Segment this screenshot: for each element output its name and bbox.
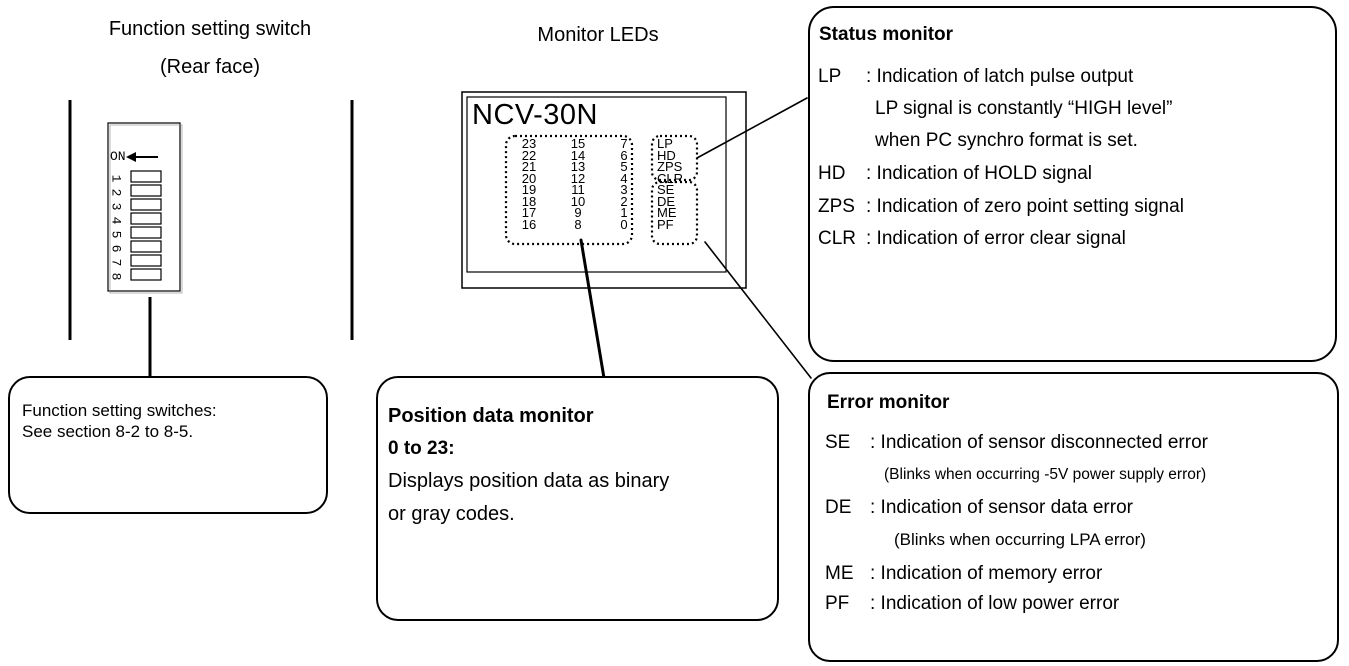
- led-label: CLR: [657, 170, 684, 186]
- led-label: PF: [657, 216, 674, 232]
- switch-number-4: 4: [108, 216, 124, 225]
- error-text: : Indication of sensor disconnected erro…: [870, 432, 1208, 453]
- led-label: LP: [657, 136, 673, 151]
- switch-number-6: 6: [108, 244, 124, 253]
- led-label: ME: [657, 205, 677, 220]
- error-led-labels: SE DE ME PF: [653, 182, 697, 232]
- switch-number-3: 3: [108, 202, 124, 211]
- led-label: 11: [571, 182, 585, 197]
- status-text: : Indication of error clear signal: [866, 228, 1126, 249]
- position-callout-range: 0 to 23:: [388, 438, 455, 459]
- status-led-labels: LP HD ZPS CLR: [653, 136, 697, 186]
- led-label: 22: [521, 147, 537, 163]
- led-label: DE: [657, 193, 676, 209]
- status-item-zps: ZPS : Indication of zero point setting si…: [818, 196, 1184, 218]
- led-label: 10: [570, 193, 586, 209]
- switch-number-1: 1: [108, 174, 124, 183]
- error-text: : Indication of low power error: [870, 593, 1120, 614]
- led-label: 12: [570, 170, 586, 186]
- error-item-de-note: (Blinks when occurring LPA error): [894, 530, 1146, 549]
- error-code: PF: [825, 593, 850, 614]
- status-callout-heading: Status monitor: [819, 24, 954, 45]
- switch-number-8: 8: [108, 272, 124, 281]
- error-text: : Indication of sensor data error: [870, 497, 1133, 518]
- model-name: NCV-30N: [472, 99, 598, 131]
- switch-number-5: 5: [108, 230, 124, 239]
- led-label: 16: [521, 216, 537, 232]
- led-label: 4: [620, 170, 628, 186]
- status-text: : Indication of zero point setting signa…: [866, 196, 1184, 217]
- error-code: ME: [825, 563, 854, 584]
- on-label: ON: [110, 149, 126, 164]
- error-text: : Indication of memory error: [870, 563, 1103, 584]
- led-label: 2: [620, 193, 628, 209]
- status-callout: Status monitor LP : Indication of latch p…: [808, 6, 1337, 362]
- led-label: 21: [521, 159, 537, 174]
- dip-switch-slots: [130, 170, 162, 281]
- switch-title-line2: (Rear face): [159, 56, 261, 78]
- status-text: : Indication of HOLD signal: [866, 163, 1093, 184]
- error-callout-heading: Error monitor: [827, 392, 950, 413]
- error-item-de: DE : Indication of sensor data error: [825, 497, 1133, 519]
- led-label: 15: [570, 136, 586, 151]
- status-code: CLR: [818, 228, 857, 249]
- position-led-group: [504, 134, 634, 246]
- status-code: HD: [818, 163, 846, 184]
- led-label: 3: [620, 182, 628, 197]
- status-item-clr: CLR : Indication of error clear signal: [818, 228, 1126, 250]
- led-label: 7: [620, 136, 628, 151]
- switch-title-line1: Function setting switch: [108, 18, 312, 40]
- status-code: LP: [818, 66, 842, 87]
- position-callout-heading: Position data monitor: [388, 405, 594, 427]
- status-item-lp-note1: LP signal is constantly “HIGH level”: [875, 98, 1173, 119]
- status-code: ZPS: [818, 196, 855, 217]
- led-label: 19: [521, 182, 537, 197]
- error-item-pf: PF : Indication of low power error: [825, 593, 1119, 615]
- led-label: SE: [657, 182, 675, 197]
- error-connector: [704, 241, 812, 379]
- error-item-me: ME : Indication of memory error: [825, 563, 1102, 585]
- position-callout: Position data monitor 0 to 23: Displays …: [376, 376, 779, 621]
- switch-callout-line1: Function setting switches:: [22, 401, 217, 420]
- position-callout-line1: Displays position data as binary: [388, 470, 670, 492]
- led-label: 6: [620, 147, 628, 163]
- led-label: ZPS: [657, 159, 683, 174]
- led-label: 20: [521, 170, 537, 186]
- led-column-2: 15 14 13 12 11 10 9 8: [566, 136, 590, 232]
- led-label: 9: [574, 205, 582, 220]
- status-item-lp-note2: when PC synchro format is set.: [875, 130, 1138, 151]
- error-code: SE: [825, 432, 851, 453]
- status-connector: [696, 97, 808, 159]
- status-item-lp: LP : Indication of latch pulse output: [818, 66, 1133, 88]
- led-label: 17: [521, 205, 537, 220]
- led-label: 8: [574, 216, 582, 232]
- led-label: 1: [620, 205, 628, 220]
- switch-callout-line2: See section 8-2 to 8-5.: [22, 422, 194, 441]
- error-item-se-note: (Blinks when occurring -5V power supply …: [884, 466, 1207, 483]
- error-item-se: SE : Indication of sensor disconnected er…: [825, 432, 1208, 454]
- error-code: DE: [825, 497, 852, 518]
- led-label: 5: [620, 159, 628, 174]
- led-label: 23: [521, 136, 537, 151]
- led-label: HD: [657, 147, 676, 163]
- led-panel-title: Monitor LEDs: [537, 24, 659, 46]
- switch-number-7: 7: [108, 258, 124, 267]
- led-panel-inner: [466, 96, 727, 273]
- led-column-3: 7 6 5 4 3 2 1 0: [612, 136, 636, 232]
- switch-callout: Function setting switches: See section 8…: [8, 376, 328, 514]
- switch-number-2: 2: [108, 188, 124, 197]
- led-label: 14: [570, 147, 586, 163]
- led-label: 0: [620, 216, 628, 232]
- position-connector: [579, 238, 606, 380]
- led-column-1: 23 22 21 20 19 18 17 16: [517, 136, 541, 232]
- status-text: : Indication of latch pulse output: [866, 66, 1134, 87]
- led-label: 18: [521, 193, 537, 209]
- position-callout-line2: or gray codes.: [388, 503, 515, 525]
- status-item-hd: HD : Indication of HOLD signal: [818, 163, 1092, 185]
- led-label: 13: [570, 159, 586, 174]
- error-callout: Error monitor SE : Indication of sensor d…: [808, 372, 1339, 662]
